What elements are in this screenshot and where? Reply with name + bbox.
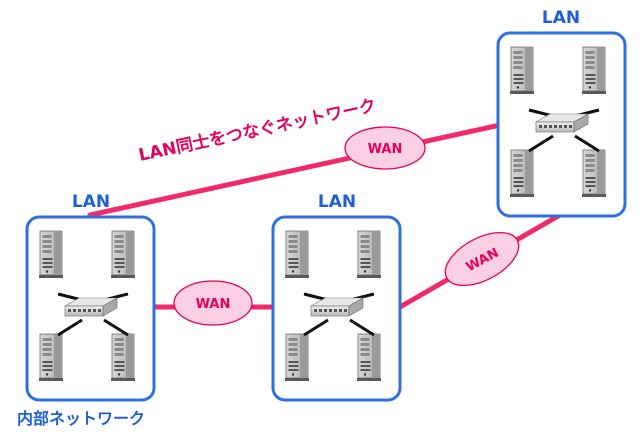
server-tower-icon [356,230,382,279]
cable [574,134,600,153]
server-tower-icon [110,333,136,382]
wan-bubble: WAN [344,126,426,170]
server-tower-icon [38,333,64,382]
lan-group-2 [271,215,402,402]
wan-label: WAN [196,297,231,312]
cable [528,134,554,153]
cable [57,318,83,337]
server-tower-icon [581,46,607,95]
server-tower-icon [581,149,607,198]
server-tower-icon [284,333,310,382]
server-tower-icon [38,230,64,279]
cable [303,318,329,337]
wan-label: WAN [368,142,403,157]
lan-group-3 [496,31,627,218]
cable [103,318,129,337]
lan-label: LAN [318,192,356,212]
server-tower-icon [509,46,535,95]
server-tower-icon [509,149,535,198]
wan-bubble: WAN [444,231,520,287]
server-tower-icon [284,230,310,279]
wan-bubble: WAN [173,280,253,326]
server-tower-icon [356,333,382,382]
lan-interconnect-caption: LAN同士をつなぐネットワーク [137,95,378,166]
lan-label: LAN [542,8,580,28]
lan-group-1 [25,215,156,402]
server-tower-icon [110,230,136,279]
cable [349,318,375,337]
internal-network-caption: 内部ネットワーク [17,409,145,428]
wan-line-lan1-lan3 [87,122,503,218]
lan-label: LAN [72,192,110,212]
